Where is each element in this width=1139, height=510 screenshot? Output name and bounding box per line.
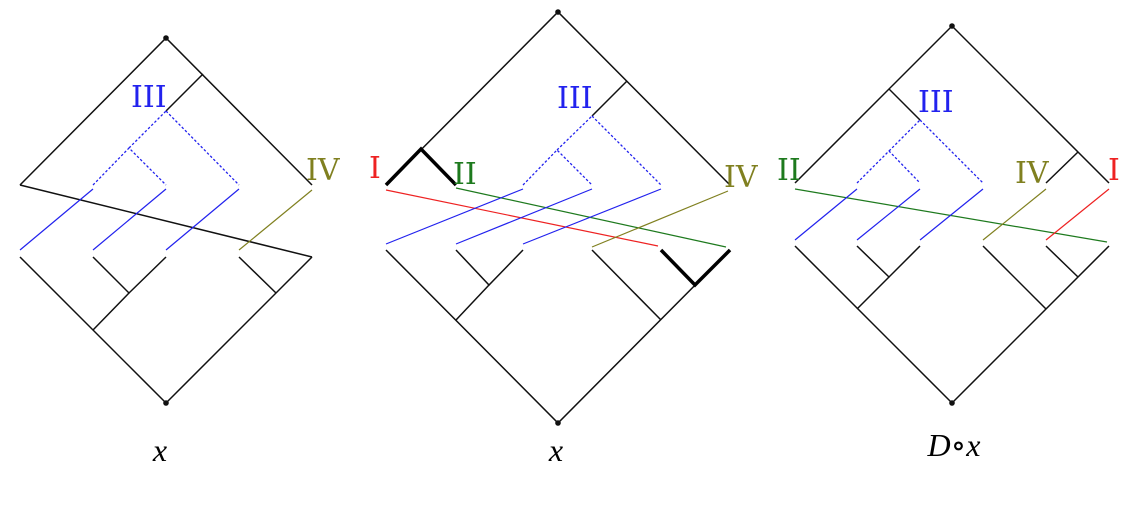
- diagram-2-lower-edge-right: [591, 249, 662, 321]
- diagram-3-label-I: I: [1108, 153, 1120, 188]
- diagram-3-lower-tree: [794, 245, 1110, 406]
- diagram-3-red-connector: [1045, 188, 1110, 241]
- diagram-2-label-IV: IV: [724, 160, 759, 195]
- diagram-2-caption: x: [548, 432, 563, 468]
- diagram-2-red-connector: [385, 189, 659, 247]
- diagram-2-lower-thick-caret: [659, 248, 732, 288]
- diagram-3-label-III: III: [918, 85, 954, 120]
- diagram-1-dashed-edge: [128, 110, 167, 149]
- diagram-3-blue-connector-3: [919, 188, 984, 241]
- diagram-3-upper-tree: [794, 23, 1110, 184]
- diagram-1-upper-tree: [19, 35, 313, 186]
- diagram-2-lower-caret-left: [455, 249, 524, 287]
- diagram-1-lower-caret-right: [238, 256, 277, 294]
- diagram-2-label-II: II: [453, 157, 477, 192]
- diagram-1-lower-caret-left: [92, 256, 167, 295]
- diagram-3-olive-connector: [982, 188, 1047, 241]
- diagram-2-upper-thick-caret: [384, 146, 458, 187]
- diagram-1-lower-root-edges: [19, 256, 313, 405]
- diagram-2-lower-branch-left: [455, 284, 490, 321]
- diagram-2-label-III: III: [557, 81, 593, 116]
- diagram-3-caption: D∘x: [927, 427, 981, 463]
- diagram-2-lower-root-dot: [555, 420, 561, 426]
- diagram-3-upper-root-dot: [949, 23, 955, 29]
- diagram-2-lower-root-edges: [385, 249, 731, 425]
- diagram-3-dashed-edge: [888, 119, 921, 152]
- diagram-1: III IV x: [19, 35, 341, 468]
- diagram-3-dashed-caret: [856, 150, 921, 184]
- diagram-2-upper-root-dot: [555, 9, 561, 15]
- diagram-1-olive-connector: [238, 189, 313, 251]
- diagram-2-label-I: I: [369, 151, 381, 186]
- diagram-1-lower-tree: [19, 256, 313, 406]
- diagram-3-lower-root-edges: [794, 245, 1110, 405]
- diagram-1-lower-branch-left: [92, 292, 130, 331]
- diagram-1-blue-connector-3: [165, 188, 240, 251]
- diagram-3-lower-branch-left: [856, 276, 890, 310]
- diagram-3-lower-root-dot: [949, 400, 955, 406]
- diagram-1-label-III: III: [131, 80, 167, 115]
- diagram-2-blue-connector-3: [522, 188, 662, 245]
- diagram-2-dashed-edge: [556, 115, 593, 151]
- diagram-3-upper-right-stub: [1045, 151, 1079, 184]
- diagram-3-lower-caret-right: [1045, 245, 1079, 278]
- diagram-2-upper-tree: [384, 9, 731, 187]
- diagram-1-dashed-caret-left: [92, 147, 167, 186]
- diagram-1-label-IV: IV: [306, 153, 341, 188]
- diagram-3-blue-connector-2: [856, 188, 921, 241]
- diagram-1-upper-root-dot: [163, 35, 169, 41]
- diagram-3-blue-connector-1: [794, 188, 858, 241]
- diagram-3-lower-caret-left: [856, 245, 921, 279]
- diagram-2-blue-connector-1: [385, 188, 524, 245]
- diagram-3-upper-branch: [888, 88, 921, 121]
- diagram-1-upper-branch: [165, 73, 204, 112]
- diagram-1-dashed-edge-right: [165, 110, 240, 186]
- diagram-3-dashed-edge-right: [919, 119, 984, 184]
- diagram-3-lower-edge-right: [982, 245, 1047, 310]
- diagram-2-olive-connector: [591, 190, 729, 248]
- diagram-1-black-connector: [19, 184, 313, 258]
- diagram-2-upper-branch: [591, 80, 628, 117]
- diagram-1-blue-connector-2: [92, 188, 167, 251]
- diagram-2-dashed-edge-right: [591, 115, 662, 186]
- diagram-1-blue-connector-1: [19, 188, 94, 251]
- diagram-3-label-II: II: [777, 153, 801, 188]
- diagram-3-label-IV: IV: [1015, 156, 1050, 191]
- diagram-2-lower-tree: [385, 248, 732, 426]
- diagram-1-caption: x: [152, 432, 167, 468]
- diagram-1-lower-root-dot: [163, 400, 169, 406]
- diagram-2-blue-connector-2: [455, 188, 593, 245]
- diagram-3: II III IV I D∘x: [777, 23, 1120, 463]
- diagram-2-dashed-caret: [522, 149, 593, 186]
- diagram-2: I II III IV x: [369, 9, 759, 468]
